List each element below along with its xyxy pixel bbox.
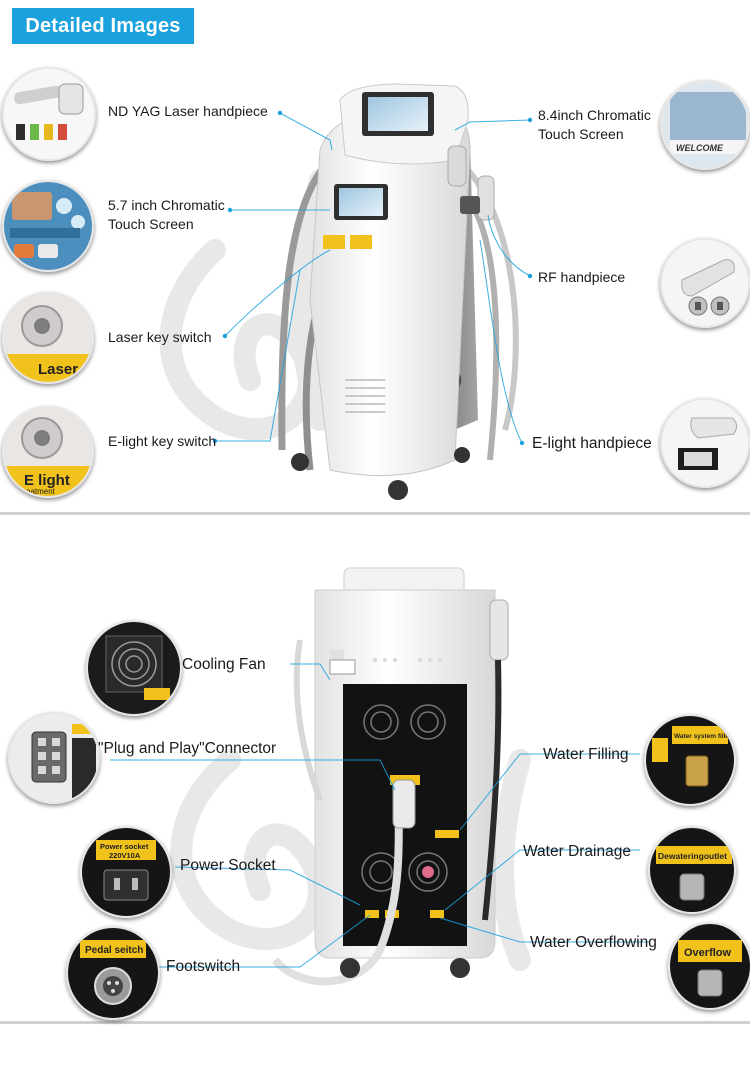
elight-handpiece-thumbnail	[660, 398, 750, 488]
laser-key-text: Laser	[38, 361, 78, 378]
water-overflow-label: Water Overflowing	[530, 934, 657, 951]
screen-57-label: 5.7 inch Chromatic Touch Screen	[108, 196, 225, 234]
drain-thumb-text: Dewateringoutlet	[658, 851, 727, 861]
power-thumb-line2: 220V10A	[109, 851, 141, 860]
cooling-fan-thumbnail	[86, 620, 182, 716]
screen-57-text: 5.7 inch Chromatic Touch Screen	[108, 197, 225, 232]
water-drainage-thumbnail: Dewateringoutlet	[648, 826, 736, 914]
elight-key-thumbnail: E light eatment	[2, 406, 94, 498]
cooling-fan-label: Cooling Fan	[182, 656, 266, 673]
plug-connector-thumbnail	[8, 712, 100, 804]
front-machine	[278, 83, 519, 500]
screen-84-text: WELCOME	[676, 143, 724, 153]
overflow-thumb-text: Overflow	[684, 947, 732, 959]
water-filling-thumbnail: Water system filler	[644, 714, 736, 806]
screen-84-thumbnail: WELCOME	[660, 80, 750, 170]
water-filling-label: Water Filling	[543, 746, 629, 763]
screen-57-thumbnail	[2, 180, 94, 272]
nd-yag-label: ND YAG Laser handpiece	[108, 103, 268, 119]
pedal-thumb-text: Pedal seitch	[85, 945, 143, 956]
laser-key-label: Laser key switch	[108, 329, 212, 345]
nd-yag-thumbnail	[2, 67, 96, 161]
power-thumb-line1: Power socket	[100, 842, 149, 851]
section-divider	[0, 512, 750, 515]
plug-connector-label: "Plug and Play"Connector	[98, 740, 277, 757]
elight-handpiece-label: E-light handpiece	[532, 435, 652, 452]
water-overflow-thumbnail: Overflow	[668, 922, 750, 1010]
back-machine	[271, 567, 509, 986]
fill-thumb-text: Water system filler	[674, 733, 732, 740]
laser-key-thumbnail: Laser	[2, 292, 94, 384]
section-divider	[0, 1021, 750, 1024]
footswitch-label: Footswitch	[166, 958, 241, 975]
footswitch-thumbnail: Pedal seitch	[66, 926, 160, 1020]
elight-key-text: E light	[24, 472, 70, 489]
screen-84-text-label: 8.4inch Chromatic Touch Screen	[538, 107, 651, 142]
rf-handpiece-thumbnail	[660, 238, 750, 328]
page-title: Detailed Images	[12, 8, 194, 44]
power-socket-label: Power Socket	[180, 857, 276, 874]
elight-key-label: E-light key switch	[108, 433, 217, 449]
elight-key-subtext: eatment	[26, 487, 56, 496]
screen-84-label: 8.4inch Chromatic Touch Screen	[538, 106, 651, 144]
rf-handpiece-label: RF handpiece	[538, 269, 626, 285]
water-drainage-label: Water Drainage	[523, 843, 631, 860]
power-socket-thumbnail: Power socket 220V10A	[80, 826, 172, 918]
